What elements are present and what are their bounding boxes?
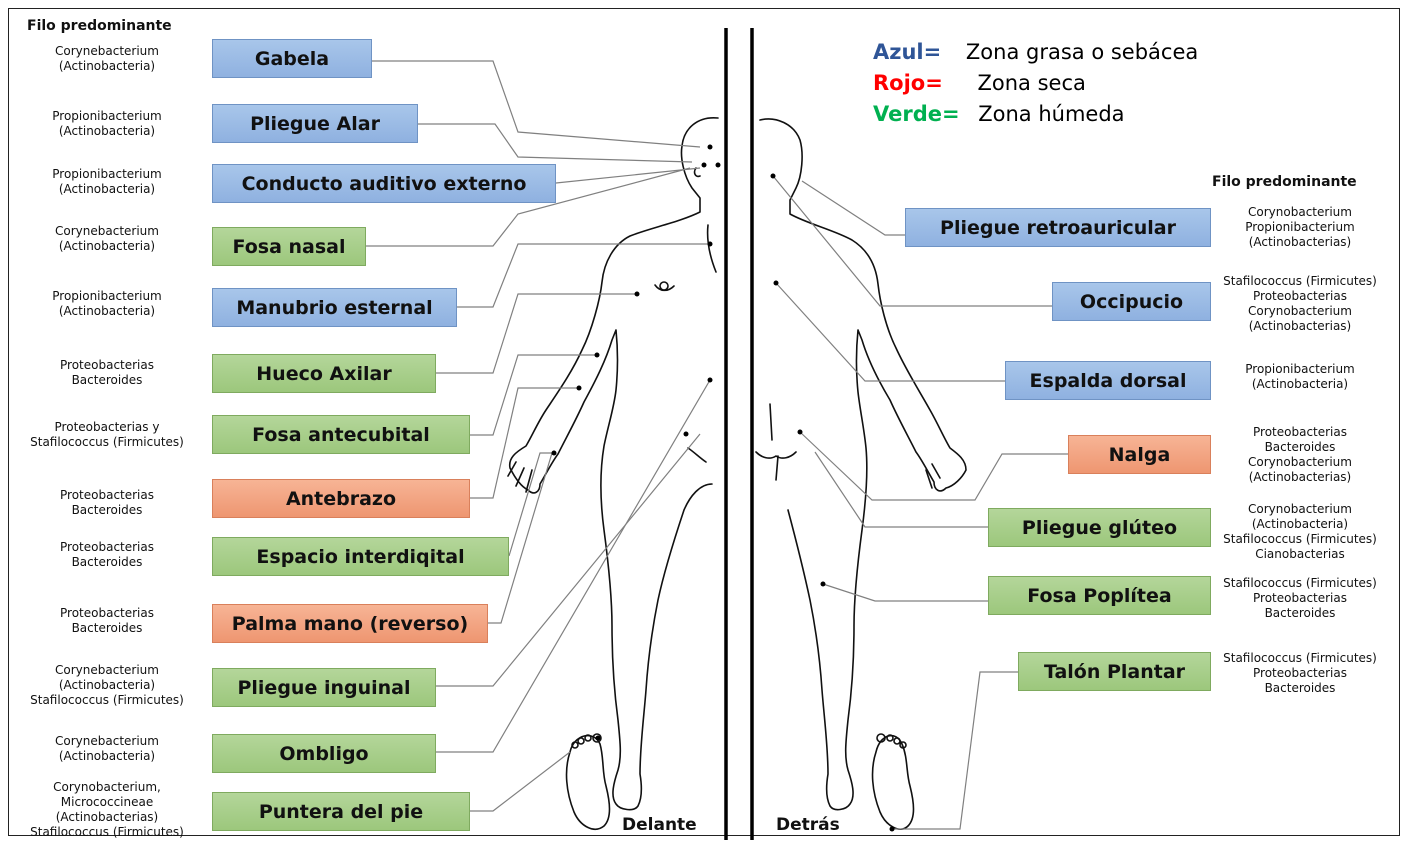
- front-view-label: Delante: [622, 815, 697, 835]
- phylum-talon-plantar: Stafilococcus (Firmicutes) Proteobacteri…: [1212, 651, 1388, 696]
- site-talon-plantar: Talón Plantar: [1018, 652, 1211, 691]
- site-fosa-poplitea: Fosa Poplítea: [988, 576, 1211, 615]
- site-fosa-antecubital: Fosa antecubital: [212, 415, 470, 454]
- site-pliegue-inguinal: Pliegue inguinal: [212, 668, 436, 707]
- phylum-antebrazo: Proteobacterias Bacteroides: [14, 488, 200, 518]
- phylum-espacio-interdigital: Proteobacterias Bacteroides: [14, 540, 200, 570]
- site-gabela: Gabela: [212, 39, 372, 78]
- site-conducto-auditivo: Conducto auditivo externo: [212, 164, 556, 203]
- legend-text: Zona seca: [978, 71, 1086, 95]
- site-fosa-nasal: Fosa nasal: [212, 227, 366, 266]
- phylum-ombligo: Corynebacterium (Actinobacteria): [14, 734, 200, 764]
- left-column-title: Filo predominante: [27, 18, 172, 34]
- site-occipucio: Occipucio: [1052, 282, 1211, 321]
- site-nalga: Nalga: [1068, 435, 1211, 474]
- site-puntera-pie: Puntera del pie: [212, 792, 470, 831]
- site-markers: [552, 145, 895, 832]
- back-foot-sole: [873, 734, 914, 829]
- back-view-label: Detrás: [776, 815, 840, 835]
- phylum-palma-mano: Proteobacterias Bacteroides: [14, 606, 200, 636]
- phylum-conducto-auditivo: Propionibacterium (Actinobacteria): [14, 167, 200, 197]
- site-hueco-axilar: Hueco Axilar: [212, 354, 436, 393]
- legend-key: Verde=: [873, 102, 960, 126]
- phylum-gabela: Corynebacterium (Actinobacteria): [14, 44, 200, 74]
- phylum-pliegue-gluteo: Corynobacterium (Actinobacteria) Stafilo…: [1212, 502, 1388, 562]
- legend-key: Azul=: [873, 40, 941, 64]
- site-espacio-interdigital: Espacio interdiqital: [212, 537, 509, 576]
- legend-key: Rojo=: [873, 71, 943, 95]
- legend-text: Zona húmeda: [978, 102, 1124, 126]
- site-antebrazo: Antebrazo: [212, 479, 470, 518]
- site-ombligo: Ombligo: [212, 734, 436, 773]
- legend-oily: Azul= Zona grasa o sebácea: [873, 40, 1198, 64]
- phylum-nalga: Proteobacterias Bacteroides Corynobacter…: [1212, 425, 1388, 485]
- phylum-espalda-dorsal: Propionibacterium (Actinobacteria): [1212, 362, 1388, 392]
- legend-moist: Verde= Zona húmeda: [873, 102, 1125, 126]
- phylum-hueco-axilar: Proteobacterias Bacteroides: [14, 358, 200, 388]
- phylum-manubrio-esternal: Propionibacterium (Actinobacteria): [14, 289, 200, 319]
- phylum-fosa-nasal: Corynebacterium (Actinobacteria): [14, 224, 200, 254]
- phylum-puntera-pie: Corynobacterium, Micrococcineae (Actinob…: [14, 780, 200, 840]
- right-column-title: Filo predominante: [1212, 174, 1357, 190]
- phylum-fosa-poplitea: Stafilococcus (Firmicutes) Proteobacteri…: [1212, 576, 1388, 621]
- phylum-fosa-antecubital: Proteobacterias y Stafilococcus (Firmicu…: [14, 420, 200, 450]
- center-divider: [726, 28, 752, 840]
- legend-dry: Rojo= Zona seca: [873, 71, 1086, 95]
- site-espalda-dorsal: Espalda dorsal: [1005, 361, 1211, 400]
- site-palma-mano: Palma mano (reverso): [212, 604, 488, 643]
- phylum-pliegue-inguinal: Corynebacterium (Actinobacteria) Stafilo…: [14, 663, 200, 708]
- phylum-pliegue-alar: Propionibacterium (Actinobacteria): [14, 109, 200, 139]
- front-foot-sole: [567, 734, 610, 829]
- legend-text: Zona grasa o sebácea: [966, 40, 1198, 64]
- site-manubrio-esternal: Manubrio esternal: [212, 288, 457, 327]
- site-pliegue-gluteo: Pliegue glúteo: [988, 508, 1211, 547]
- front-body-outline: [508, 118, 718, 810]
- phylum-pliegue-retroauricular: Corynobacterium Propionibacterium (Actin…: [1212, 205, 1388, 250]
- site-pliegue-retroauricular: Pliegue retroauricular: [905, 208, 1211, 247]
- phylum-occipucio: Stafilococcus (Firmicutes) Proteobacteri…: [1212, 274, 1388, 334]
- site-pliegue-alar: Pliegue Alar: [212, 104, 418, 143]
